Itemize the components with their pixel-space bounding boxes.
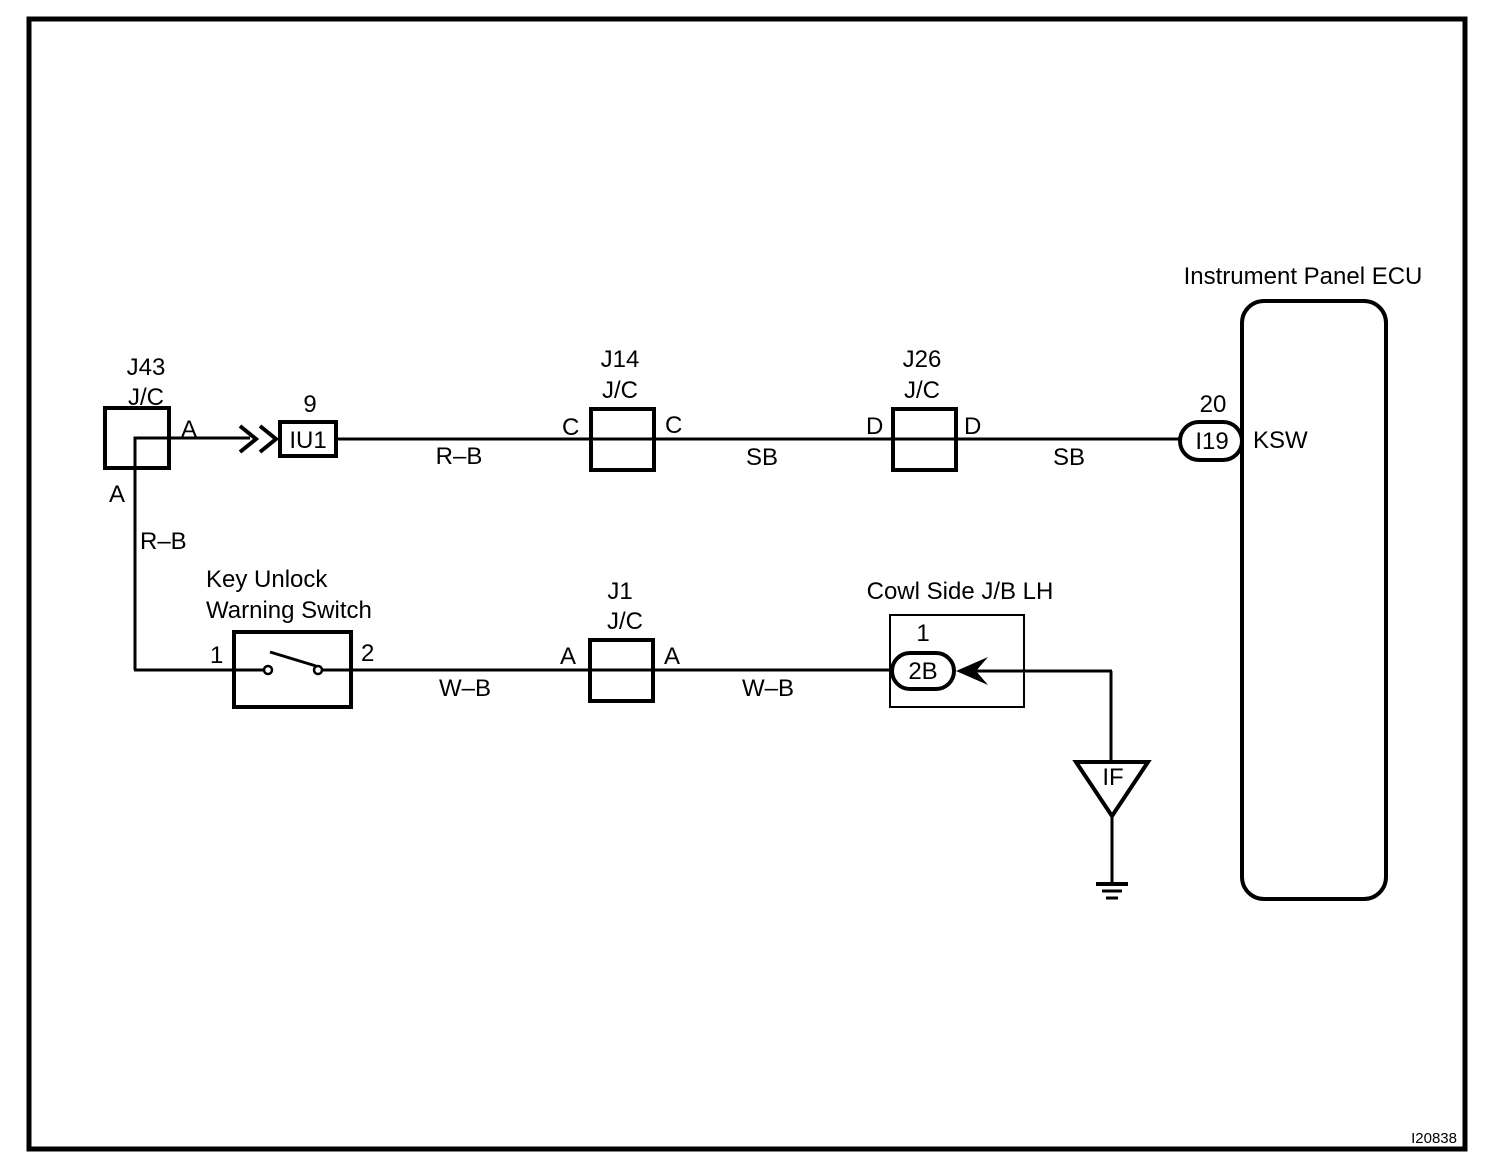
j14-name: J14 [601, 346, 640, 373]
cowl-side-junction-block: Cowl Side J/B LH 1 2B [867, 578, 1112, 708]
j43-name: J43 [127, 354, 166, 381]
j26-name: J26 [903, 346, 942, 373]
connector-arrow-icon [956, 657, 988, 685]
ecu-connector-code: I19 [1195, 428, 1228, 455]
j1-name: J1 [607, 578, 632, 605]
jb-name: Cowl Side J/B LH [867, 578, 1054, 605]
j14-pin-right: C [665, 412, 682, 439]
diagram-frame [26, 16, 1468, 1152]
jb-pin: 1 [916, 620, 929, 647]
wire-color-label: W–B [742, 675, 794, 702]
j43-pin-right: A [181, 416, 197, 443]
iu1-inline-connector: IU1 9 [238, 391, 338, 458]
switch-pin-right: 2 [361, 640, 374, 667]
ecu-terminal: KSW [1253, 427, 1308, 454]
iu1-connector-code: IU1 [289, 427, 326, 454]
j14-type: J/C [602, 377, 638, 404]
switch-contact-icon [262, 664, 274, 676]
switch-name-line2: Warning Switch [206, 597, 372, 624]
wire-color-label: R–B [436, 443, 483, 470]
ground-point-label: IF [1102, 764, 1123, 791]
ground-point-if: IF [1072, 760, 1152, 900]
wire-color-label: W–B [439, 675, 491, 702]
ecu-pin: 20 [1200, 391, 1227, 418]
chevron-icon [238, 424, 260, 454]
drawing-id: I20838 [1411, 1130, 1457, 1147]
j14-pin-left: C [562, 414, 579, 441]
ecu-name: Instrument Panel ECU [1184, 263, 1423, 290]
j1-junction-connector: J1 J/C A A [560, 578, 680, 703]
switch-name-line1: Key Unlock [206, 566, 328, 593]
j26-type: J/C [904, 377, 940, 404]
iu1-pin: 9 [303, 391, 316, 418]
j26-pin-right: D [964, 413, 981, 440]
switch-blade-icon [269, 650, 317, 668]
j26-junction-connector: J26 J/C D D [866, 346, 981, 472]
j14-junction-connector: J14 J/C C C [562, 346, 682, 472]
wire-color-label: R–B [140, 528, 187, 555]
j1-pin-right: A [664, 643, 680, 670]
j43-internal-wire [133, 436, 250, 670]
j43-type: J/C [128, 384, 164, 411]
switch-pin-left: 1 [210, 642, 223, 669]
j26-pin-left: D [866, 413, 883, 440]
j43-junction-connector: J43 J/C A A [103, 354, 197, 508]
switch-contact-icon [312, 664, 324, 676]
j1-pin-left: A [560, 643, 576, 670]
wire-color-label: SB [1053, 444, 1085, 471]
jb-connector-code: 2B [908, 658, 937, 685]
chevron-icon [258, 424, 280, 454]
j43-pin-bottom: A [109, 481, 125, 508]
instrument-panel-ecu: Instrument Panel ECU I19 20 KSW [1178, 263, 1423, 901]
key-unlock-warning-switch: Key Unlock Warning Switch 1 2 [206, 566, 374, 709]
ground-icon [1096, 882, 1128, 900]
j1-type: J/C [607, 608, 643, 635]
wire-color-label: SB [746, 444, 778, 471]
